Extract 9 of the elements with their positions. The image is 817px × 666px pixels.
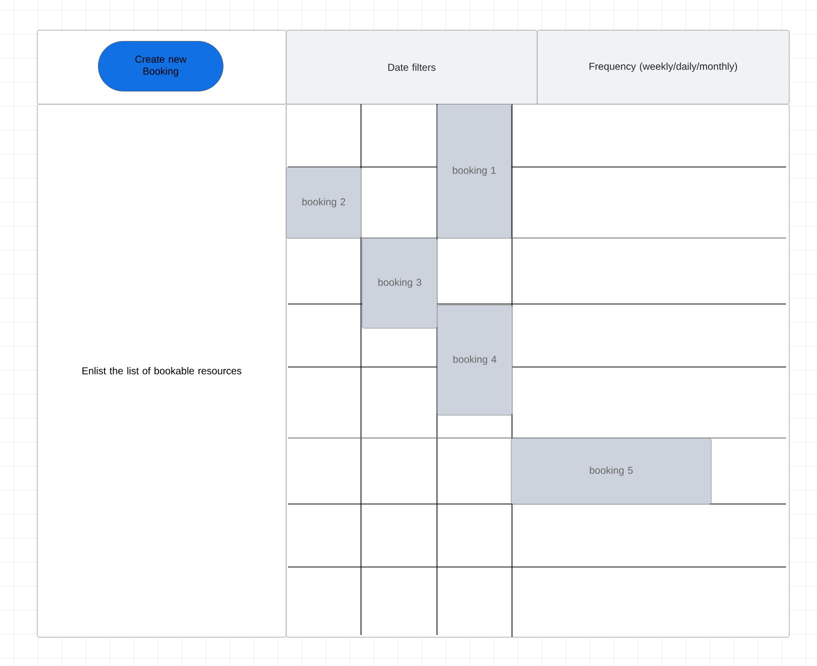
create-button: Create new Booking xyxy=(98,41,224,92)
header-cell: Date filters xyxy=(286,30,538,104)
booking-block: booking 1 xyxy=(437,104,512,238)
booking-block: booking 2 xyxy=(286,167,362,238)
booking-block: booking 4 xyxy=(437,305,512,416)
panel: Enlist the list of bookable resources xyxy=(37,104,286,638)
booking-block: booking 5 xyxy=(511,438,712,504)
booking-block: booking 3 xyxy=(362,238,438,328)
header-cell: Frequency (weekly/daily/monthly) xyxy=(537,30,790,104)
